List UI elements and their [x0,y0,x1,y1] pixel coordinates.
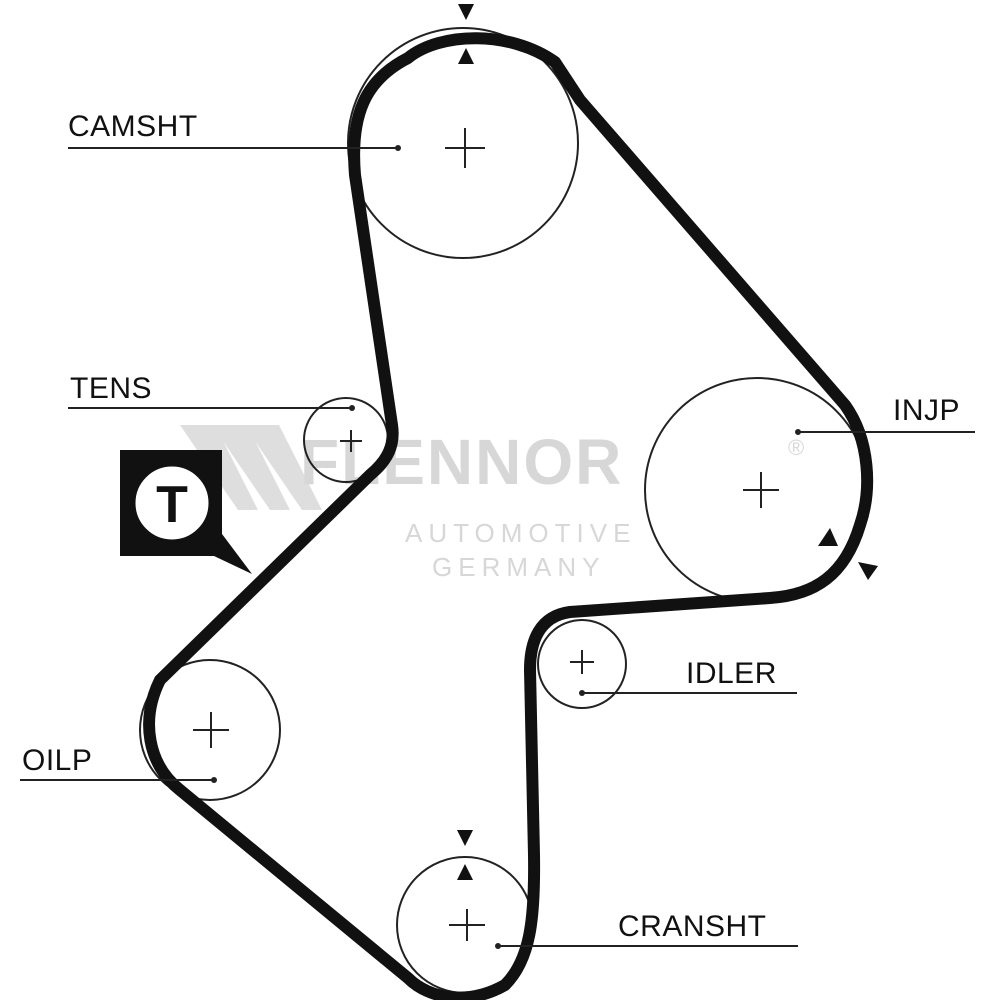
tensioner-badge-letter: T [156,476,188,534]
camshaft-timing-mark-outer [458,4,474,20]
tensioner-badge-circle [132,463,212,543]
camshaft-timing-mark-inner [458,48,474,64]
injection-pump-label: INJP [893,394,960,427]
crankshaft-timing-mark-outer [457,830,473,846]
watermark-registered-mark: ® [788,435,804,460]
oil-pump-label: OILP [22,744,92,777]
timing-belt [143,32,874,1000]
tensioner-label: TENS [70,372,152,405]
watermark-line1: AUTOMOTIVE [405,518,636,548]
camshaft-center-cross [445,128,485,168]
watermark-line2: GERMANY [432,552,605,582]
idler-label: IDLER [686,657,777,690]
watermark-brand: FLENNOR [300,426,623,498]
injection-pump-timing-mark-outer [858,562,878,580]
leader-lines [20,147,975,947]
crankshaft-center-cross [449,909,485,941]
injection-pump-timing-mark-inner [818,528,838,546]
tensioner-badge: T [120,450,252,574]
injection-pump-leader-dot [795,429,801,435]
idler-pulley [537,619,627,709]
camshaft-label: CAMSHT [68,110,198,143]
leader-dots [211,145,801,949]
oil-pump-center-cross [193,712,229,748]
oil-pump-pulley [139,659,281,801]
camshaft-leader-dot [395,145,401,151]
watermark: FLENNOR ® AUTOMOTIVE GERMANY [180,425,804,582]
injection-pump-center-cross [743,472,779,508]
timing-marks [457,4,878,880]
camshaft-pulley [347,27,579,259]
crankshaft-timing-mark-inner [457,864,473,880]
crankshaft-label: CRANSHT [618,910,767,943]
oil-pump-leader-dot [211,777,217,783]
crankshaft-leader-dot [495,943,501,949]
tensioner-leader-dot [349,405,355,411]
tensioner-center-cross [340,430,362,452]
idler-center-cross [570,650,594,674]
pulley-centers [193,128,779,941]
idler-leader-dot [579,690,585,696]
